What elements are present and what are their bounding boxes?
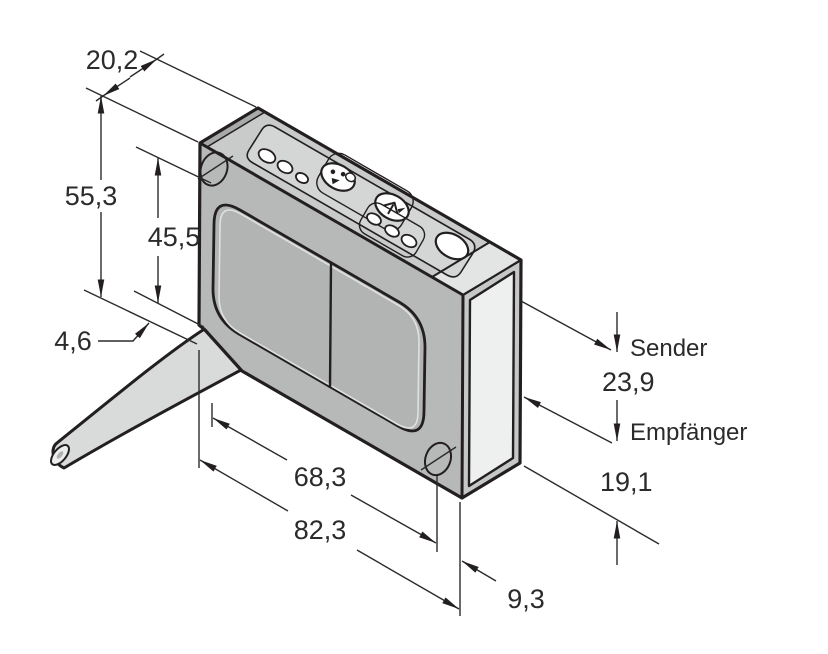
ext-line-bottom-right <box>523 465 660 545</box>
dim-hole-to-edge: 9,3 <box>461 560 545 614</box>
dim-label-window-height: 45,5 <box>148 222 201 252</box>
dim-label-axis-spacing: 23,9 <box>602 367 655 397</box>
ext-line-window-top <box>135 146 212 184</box>
bevel-edge <box>431 241 491 278</box>
ext-line-bottom <box>83 289 198 345</box>
lens-window-divider <box>328 261 333 389</box>
lens-window-outline <box>211 203 427 433</box>
dim-window-height: 45,5 <box>148 158 201 303</box>
ext-line-top-back <box>139 50 257 108</box>
adjustment-dial-2[interactable] <box>370 188 413 227</box>
receiver-label: Empfänger <box>630 419 747 446</box>
dim-label-receiver-bottom: 19,1 <box>600 467 653 497</box>
dim-total-width: 82,3 <box>199 459 460 610</box>
dim-label-total-width: 82,3 <box>294 515 347 545</box>
led-indicator-4 <box>366 212 382 226</box>
connection-cable <box>50 326 243 470</box>
led-indicator-6 <box>400 233 418 249</box>
dim-label-hole-spacing: 68,3 <box>294 462 347 492</box>
led-indicator-5 <box>384 224 400 238</box>
transmitter-label: Sender <box>630 335 707 362</box>
led-indicator-3 <box>295 172 309 184</box>
side-top-edge <box>461 258 523 297</box>
led-indicator-2 <box>276 159 294 175</box>
dim-total-height: 55,3 <box>65 96 118 297</box>
body-silhouette <box>197 106 523 500</box>
dim-hole-spacing: 68,3 <box>212 417 437 544</box>
dim-label-total-height: 55,3 <box>65 181 118 211</box>
ext-line-chamfer <box>133 290 205 328</box>
top-right-bevel <box>432 242 521 295</box>
dimension-annotations: 20,2 55,3 45,5 4,6 68,3 82, <box>54 45 747 616</box>
control-panel <box>246 124 476 278</box>
cable-end-cap <box>50 444 70 466</box>
dim-cable-offset: 4,6 <box>54 322 150 356</box>
dim-label-top-depth: 20,2 <box>86 45 139 75</box>
optical-axis-annotations: Sender 23,9 Empfänger <box>520 300 747 446</box>
ext-line-top-front <box>85 87 199 143</box>
adjustment-dial-1[interactable] <box>316 158 359 197</box>
front-lens-windows <box>211 203 427 433</box>
sensor-device <box>50 106 523 500</box>
dim-receiver-bottom: 19,1 <box>600 467 653 565</box>
mounting-hole-bottom-right <box>420 441 457 477</box>
optical-window <box>467 270 516 488</box>
dial-1-notch <box>345 172 357 183</box>
lens-window-inner-highlight <box>218 209 420 429</box>
led-indicator-1 <box>257 148 277 164</box>
dim-top-depth: 20,2 <box>86 45 165 102</box>
led-recess-outline <box>358 202 426 258</box>
dim-label-hole-to-edge: 9,3 <box>507 584 545 614</box>
dim-label-cable-offset: 4,6 <box>54 326 92 356</box>
